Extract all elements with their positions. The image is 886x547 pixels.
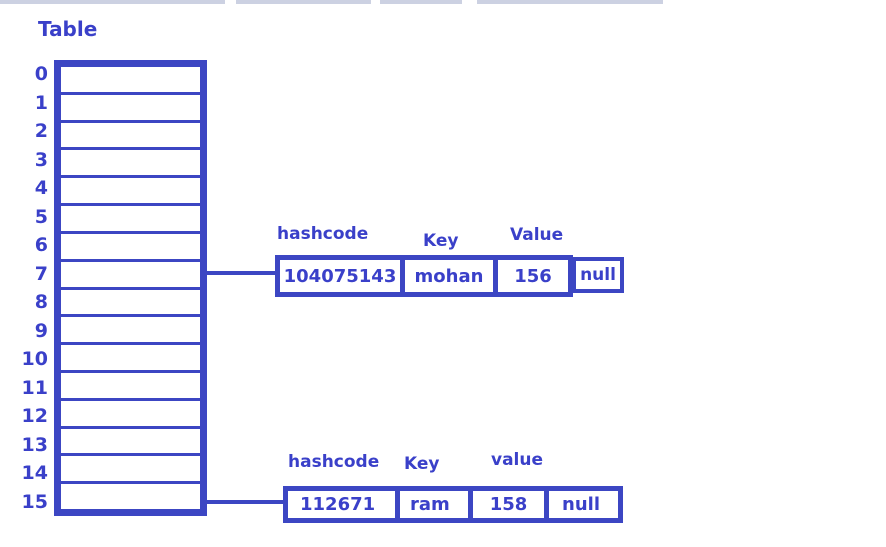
node2-value-cell: 158 [468, 491, 544, 518]
bucket-row [61, 67, 200, 95]
bucket-index-label: 6 [34, 234, 48, 257]
bucket-index-label: 12 [21, 405, 48, 428]
bucket-row [61, 289, 200, 318]
bucket-index-label: 5 [34, 205, 48, 228]
node1-value-cell: 156 [493, 260, 568, 292]
node2-hashcode-cell: 112671 [288, 491, 395, 518]
bucket-index-label: 11 [21, 376, 48, 399]
bucket-row [61, 456, 200, 485]
bucket-row [61, 317, 200, 346]
bucket-row [61, 484, 200, 509]
node1-hashcode-cell: 104075143 [280, 260, 400, 292]
connector-line-bucket7-node1 [205, 271, 277, 275]
node2-hashcode-label: hashcode [288, 452, 380, 472]
hash-table [54, 60, 207, 516]
bucket-row [61, 345, 200, 373]
top-edge-bar [0, 0, 225, 4]
node1-key-cell: mohan [400, 260, 493, 292]
table-title: Table [38, 17, 98, 41]
bucket-index-label: 9 [34, 319, 48, 342]
bucket-index-label: 1 [34, 91, 48, 114]
bucket-index-label: 2 [34, 120, 48, 143]
bucket-row [61, 122, 200, 151]
node2-key-label: Key [404, 454, 440, 474]
bucket-index-label: 7 [34, 262, 48, 285]
bucket-index-label: 0 [34, 63, 48, 86]
bucket-index-label: 10 [21, 348, 48, 371]
bucket-row [61, 94, 200, 123]
bucket-index-label: 4 [34, 177, 48, 200]
node1-hashcode-label: hashcode [277, 224, 369, 244]
bucket-index-label: 15 [21, 490, 48, 513]
bucket-row [61, 206, 200, 234]
node1-value-label: Value [510, 225, 564, 245]
node2-entry-box: 112671 ram 158 null [283, 486, 623, 523]
node2-key-cell: ram [395, 491, 468, 518]
node1-next-pointer-cell: null [572, 257, 624, 293]
top-edge-bar [380, 0, 462, 4]
connector-line-bucket15-node2 [205, 500, 285, 504]
bucket-row [61, 178, 200, 207]
bucket-index-label: 13 [21, 433, 48, 456]
node1-entry-box: 104075143 mohan 156 [275, 255, 573, 297]
node1-key-label: Key [423, 231, 459, 251]
bucket-row [61, 428, 200, 457]
bucket-index-label: 14 [21, 462, 48, 485]
bucket-row [61, 261, 200, 290]
bucket-row [61, 400, 200, 429]
bucket-index-label: 8 [34, 291, 48, 314]
top-edge-bar [477, 0, 663, 4]
bucket-row [61, 372, 200, 401]
bucket-row [61, 233, 200, 262]
bucket-index-label: 3 [34, 148, 48, 171]
top-edge-bar [236, 0, 371, 4]
bucket-row [61, 150, 200, 179]
node2-next-pointer-cell: null [544, 491, 613, 518]
node2-value-label: value [491, 450, 544, 470]
